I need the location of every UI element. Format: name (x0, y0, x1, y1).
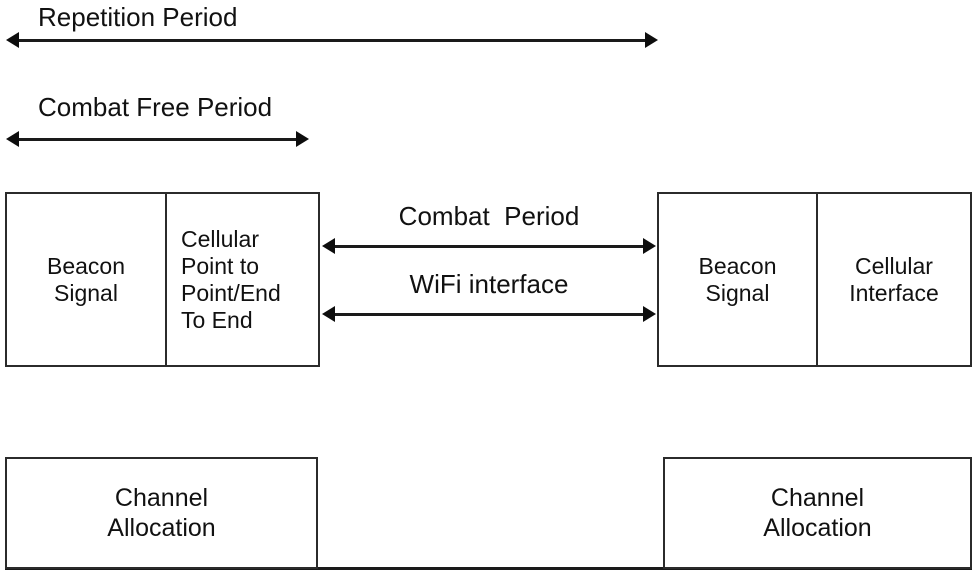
arrow-head-right-icon (296, 131, 309, 147)
combat-period-arrow (322, 238, 656, 254)
left-beacon-signal-cell: Beacon Signal (7, 194, 165, 365)
repetition-period-arrow (6, 32, 658, 48)
left-beacon-signal-text: Beacon Signal (46, 252, 125, 306)
arrow-shaft (335, 244, 643, 248)
right-channel-allocation-text: Channel Allocation (763, 484, 872, 542)
wifi-interface-arrow (322, 306, 656, 322)
right-channel-allocation-box: Channel Allocation (663, 457, 972, 569)
arrow-head-left-icon (322, 306, 335, 322)
wifi-interface-label: WiFi interface (409, 269, 569, 299)
left-cellular-p2p-text: Cellular Point to Point/End To End (181, 225, 281, 333)
combat-free-period-arrow (6, 131, 309, 147)
right-frame-box: Beacon Signal Cellular Interface (657, 192, 972, 367)
right-cellular-interface-text: Cellular Interface (849, 252, 939, 306)
bottom-baseline (5, 567, 972, 570)
repetition-period-label: Repetition Period (38, 2, 238, 32)
arrow-head-right-icon (643, 306, 656, 322)
arrow-head-right-icon (645, 32, 658, 48)
left-cellular-p2p-cell: Cellular Point to Point/End To End (165, 194, 317, 365)
arrow-head-right-icon (643, 238, 656, 254)
combat-free-period-label: Combat Free Period (38, 92, 273, 122)
arrow-head-left-icon (6, 131, 19, 147)
combat-period-label: Combat Period (398, 201, 580, 231)
left-channel-allocation-box: Channel Allocation (5, 457, 318, 569)
arrow-shaft (335, 312, 643, 316)
right-beacon-signal-cell: Beacon Signal (659, 194, 816, 365)
right-cellular-interface-cell: Cellular Interface (815, 194, 970, 365)
arrow-head-left-icon (6, 32, 19, 48)
left-frame-box: Beacon Signal Cellular Point to Point/En… (5, 192, 320, 367)
arrow-head-left-icon (322, 238, 335, 254)
left-channel-allocation-text: Channel Allocation (107, 484, 216, 542)
arrow-shaft (19, 137, 296, 141)
right-beacon-signal-text: Beacon Signal (698, 252, 777, 306)
arrow-shaft (19, 38, 645, 42)
